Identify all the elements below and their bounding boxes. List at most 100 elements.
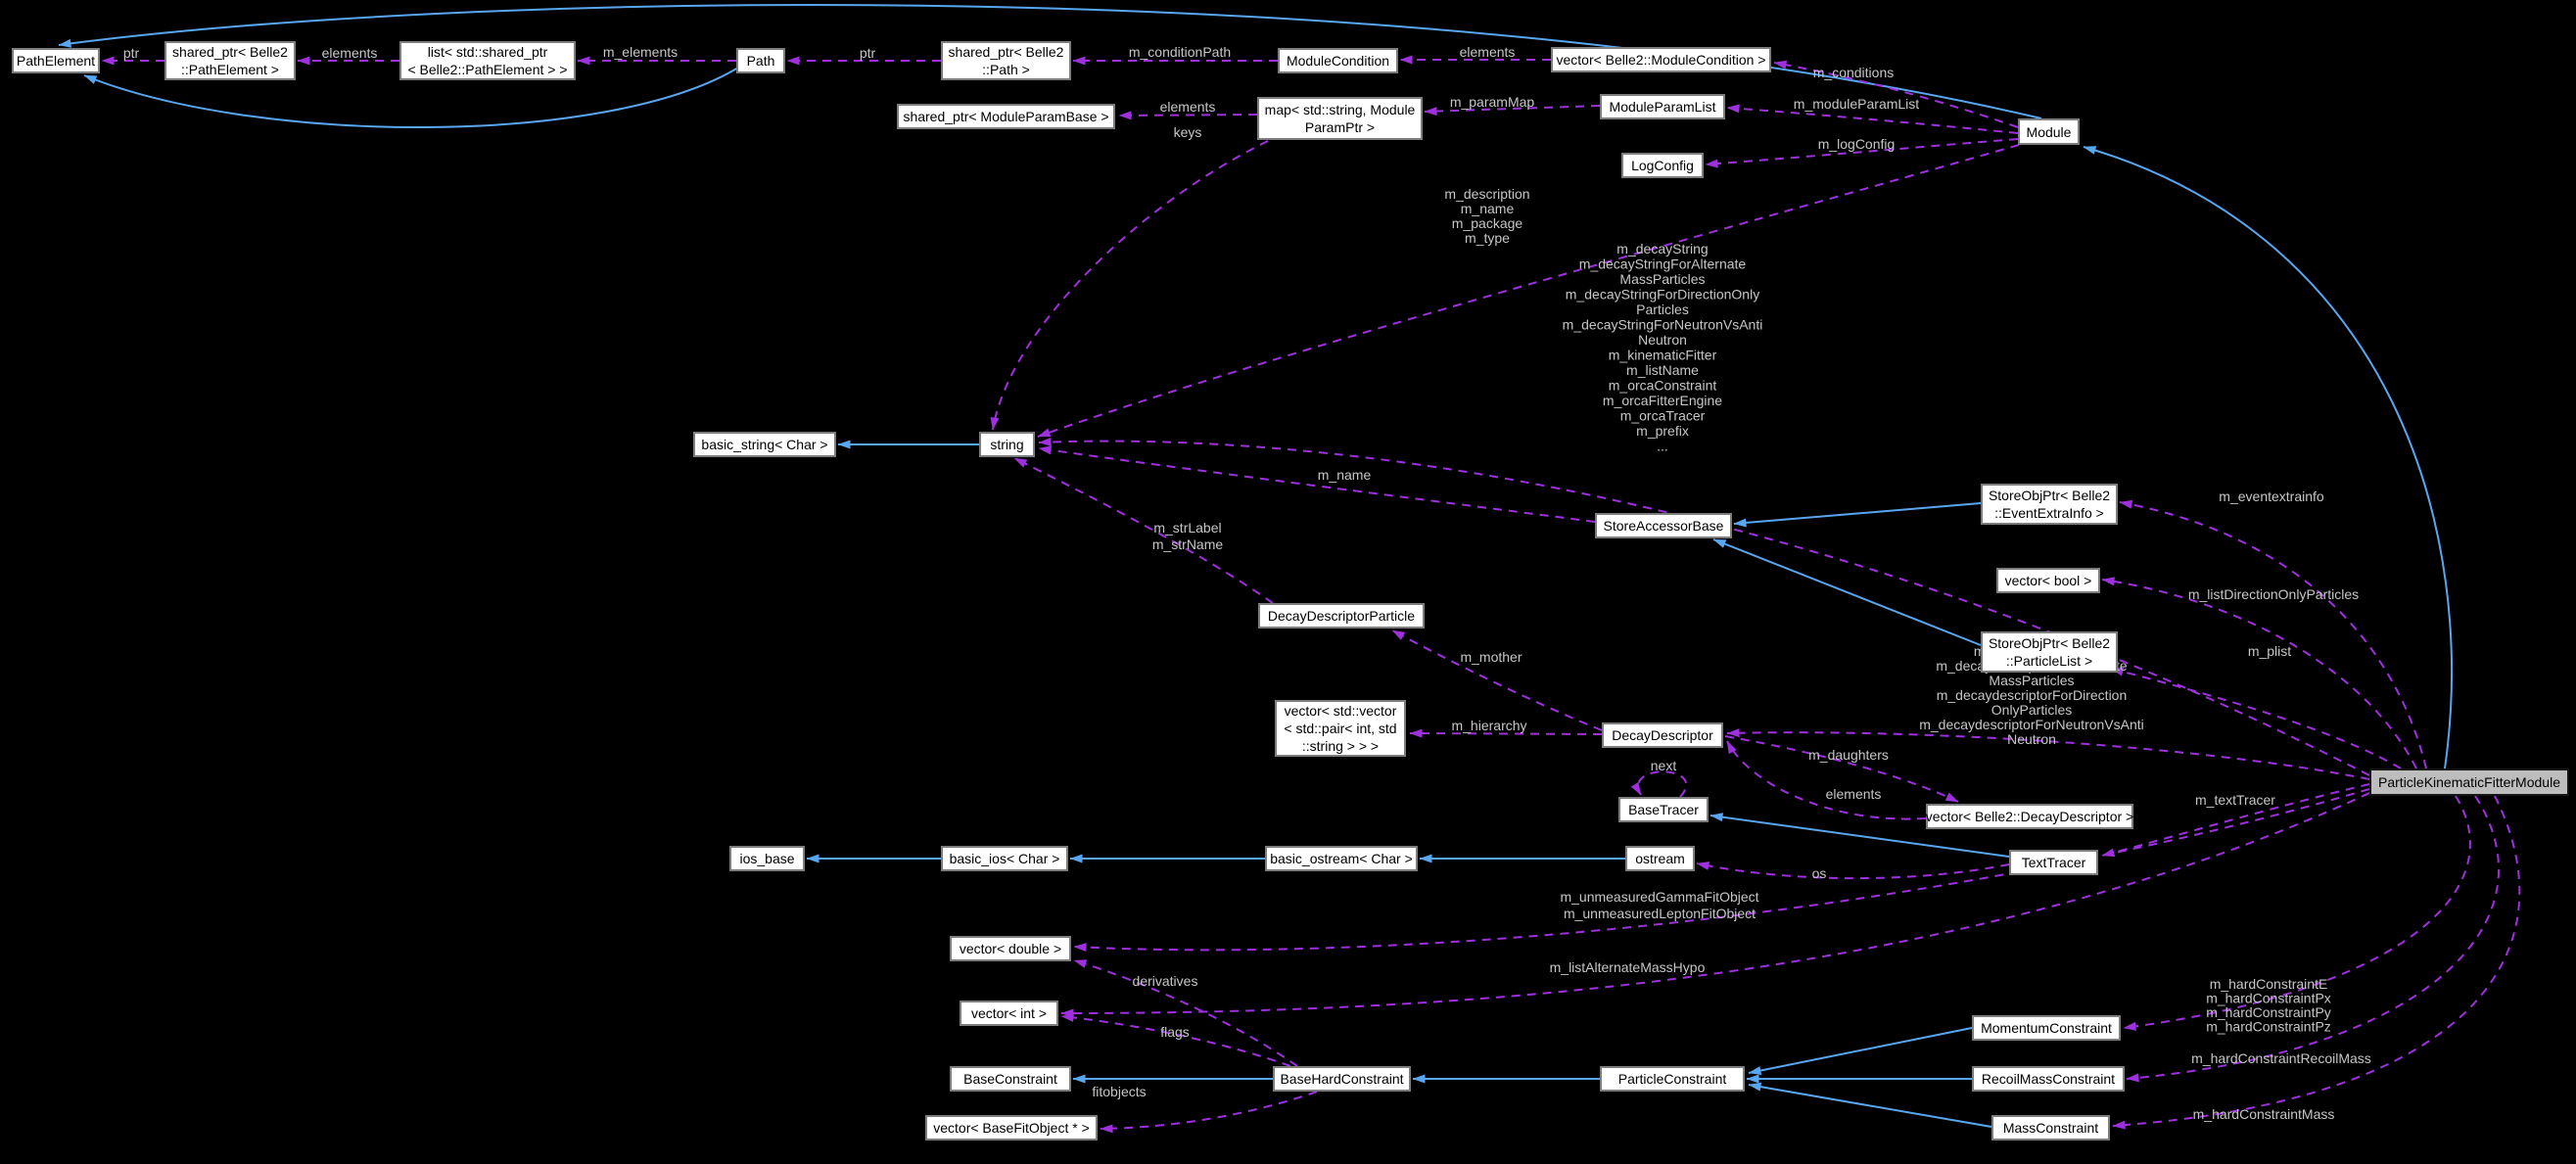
edge-label-elements-to-shared-ptr-module-param-base: elements xyxy=(1160,99,1216,115)
node-basic-ostream[interactable]: basic_ostream< Char > xyxy=(1265,846,1418,871)
node-basic-ios[interactable]: basic_ios< Char > xyxy=(941,846,1068,871)
node-vector-decay-descriptor[interactable]: vector< Belle2::DecayDescriptor > xyxy=(1926,804,2133,829)
edge-derivatives xyxy=(1073,959,1298,1067)
edge-elements-to-shared-ptr-module-param-base xyxy=(1118,111,1258,120)
node-module-param-list[interactable]: ModuleParamList xyxy=(1600,94,1725,119)
node-label: ParticleKinematicFitterModule xyxy=(2378,774,2560,790)
node-vector-int[interactable]: vector< int > xyxy=(960,1001,1058,1026)
edge-label-m-daughters: m_daughters xyxy=(1808,747,1889,763)
node-module[interactable]: Module xyxy=(2018,118,2080,145)
edge-m-plist xyxy=(2110,667,2402,769)
edge-label-flags: flags xyxy=(1160,1024,1190,1040)
edge-m-mother xyxy=(1391,629,1603,731)
node-path-element[interactable]: PathElement xyxy=(12,48,100,73)
node-shared-ptr-path-element[interactable]: shared_ptr< Belle2::PathElement > xyxy=(164,41,296,80)
node-label: DecayDescriptorParticle xyxy=(1267,608,1416,624)
edge-pkfm-inherits-module xyxy=(2083,146,2454,769)
edge-label-m-condition-path: m_conditionPath xyxy=(1129,44,1231,60)
node-label: list< std::shared_ptr xyxy=(427,44,548,60)
node-label: shared_ptr< Belle2 xyxy=(172,44,288,60)
node-store-obj-ptr-event-extra-info[interactable]: StoreObjPtr< Belle2::EventExtraInfo > xyxy=(1981,484,2118,525)
edge-path-inherits-path-element xyxy=(83,67,739,129)
edge-m-hard-constraint-mass xyxy=(2112,795,2521,1130)
node-particle-constraint[interactable]: ParticleConstraint xyxy=(1600,1066,1745,1092)
edge-label-m-param-map: m_paramMap xyxy=(1450,94,1535,110)
node-label: vector< BaseFitObject * > xyxy=(933,1120,1090,1136)
node-log-config[interactable]: LogConfig xyxy=(1621,153,1704,178)
node-string[interactable]: string xyxy=(979,432,1035,457)
edge-m-param-map xyxy=(1424,105,1601,116)
node-vector-bool[interactable]: vector< bool > xyxy=(1996,568,2100,593)
node-basic-string[interactable]: basic_string< Char > xyxy=(693,432,836,457)
edge-m-conditions xyxy=(1773,60,2019,128)
node-decay-descriptor[interactable]: DecayDescriptor xyxy=(1602,722,1723,748)
node-label: ::EventExtraInfo > xyxy=(1994,505,2104,521)
edge-label-m-eventextrainfo: m_eventextrainfo xyxy=(2219,489,2324,504)
edge-label-m-name: m_name xyxy=(1318,467,1372,483)
edge-label-m-elements: m_elements xyxy=(603,44,678,60)
node-label: BaseTracer xyxy=(1628,802,1699,817)
edge-m-daughters xyxy=(1724,735,1959,803)
edge-storeobjptr-eventextrainfo-inherits-storeaccessorbase xyxy=(1733,502,1982,528)
node-store-accessor-base[interactable]: StoreAccessorBase xyxy=(1595,513,1732,538)
edge-module-strings xyxy=(1037,144,2020,438)
edge-next xyxy=(1630,770,1688,798)
node-label: vector< std::vector xyxy=(1284,703,1397,719)
node-decay-descriptor-particle[interactable]: DecayDescriptorParticle xyxy=(1258,603,1425,629)
edge-label-m-hierarchy: m_hierarchy xyxy=(1451,718,1526,733)
node-label: vector< bool > xyxy=(2004,573,2092,588)
edge-label-m-hard-constraint-recoil-mass: m_hardConstraintRecoilMass xyxy=(2191,1050,2371,1066)
edge-label-m-plist: m_plist xyxy=(2248,643,2291,659)
node-text-tracer[interactable]: TextTracer xyxy=(2009,850,2098,875)
edge-m-str-label-m-str-name xyxy=(1013,457,1274,604)
node-label: StoreObjPtr< Belle2 xyxy=(1988,635,2111,651)
node-shared-ptr-path[interactable]: shared_ptr< Belle2::Path > xyxy=(941,41,1071,80)
node-label: ios_base xyxy=(739,851,795,866)
node-module-condition[interactable]: ModuleCondition xyxy=(1278,48,1398,73)
node-path[interactable]: Path xyxy=(736,48,785,73)
node-base-tracer[interactable]: BaseTracer xyxy=(1618,797,1709,822)
node-shared-ptr-module-param-base[interactable]: shared_ptr< ModuleParamBase > xyxy=(897,104,1115,129)
node-label: shared_ptr< Belle2 xyxy=(948,44,1064,60)
node-base-hard-constraint[interactable]: BaseHardConstraint xyxy=(1273,1066,1411,1092)
node-label: ostream xyxy=(1635,851,1685,866)
node-vector-hierarchy[interactable]: vector< std::vector< std::pair< int, std… xyxy=(1275,700,1406,757)
node-ios-base[interactable]: ios_base xyxy=(729,846,805,871)
node-vector-base-fit-object[interactable]: vector< BaseFitObject * > xyxy=(925,1115,1098,1141)
node-list-shared-ptr-path-element[interactable]: list< std::shared_ptr< Belle2::PathEleme… xyxy=(399,41,576,80)
node-label: ModuleCondition xyxy=(1286,53,1390,69)
edge-keys xyxy=(990,140,1269,431)
edge-label-m-list-alternate-mass-hypo: m_listAlternateMassHypo xyxy=(1550,959,1706,975)
node-label: basic_string< Char > xyxy=(701,437,828,452)
node-particle-kinematic-fitter-module[interactable]: ParticleKinematicFitterModule xyxy=(2369,768,2569,796)
edge-label-keys: keys xyxy=(1174,124,1202,140)
node-vector-double[interactable]: vector< double > xyxy=(950,936,1071,961)
node-label: Module xyxy=(2026,123,2072,140)
node-vector-module-condition[interactable]: vector< Belle2::ModuleCondition > xyxy=(1551,47,1771,72)
node-label: BaseConstraint xyxy=(963,1071,1057,1087)
edge-label-next: next xyxy=(1651,758,1677,773)
node-label: StoreObjPtr< Belle2 xyxy=(1988,488,2111,503)
node-label: basic_ios< Char > xyxy=(949,851,1060,866)
node-mass-constraint[interactable]: MassConstraint xyxy=(1991,1115,2110,1141)
edge-fitobjects xyxy=(1100,1091,1318,1134)
node-label: vector< Belle2::ModuleCondition > xyxy=(1556,52,1766,68)
node-label: string xyxy=(990,437,1024,452)
node-label: BaseHardConstraint xyxy=(1280,1071,1404,1087)
node-base-constraint[interactable]: BaseConstraint xyxy=(950,1066,1071,1092)
edge-label-ptr-to-path: ptr xyxy=(860,45,876,61)
node-recoil-mass-constraint[interactable]: RecoilMassConstraint xyxy=(1972,1066,2125,1092)
edge-label-elements-to-shared-ptr-path-element: elements xyxy=(322,45,378,61)
node-momentum-constraint[interactable]: MomentumConstraint xyxy=(1972,1015,2121,1041)
edge-label-m-hard-constraint-mass: m_hardConstraintMass xyxy=(2193,1106,2335,1122)
edge-label-m-mother: m_mother xyxy=(1460,649,1522,665)
edge-label-m-module-param-list: m_moduleParamList xyxy=(1794,96,1919,112)
node-store-obj-ptr-particle-list[interactable]: StoreObjPtr< Belle2::ParticleList > xyxy=(1981,631,2118,673)
node-label: map< std::string, Module xyxy=(1264,102,1416,117)
node-label: ModuleParamList xyxy=(1609,99,1716,115)
node-label: shared_ptr< ModuleParamBase > xyxy=(903,109,1109,124)
node-ostream[interactable]: ostream xyxy=(1625,846,1695,871)
